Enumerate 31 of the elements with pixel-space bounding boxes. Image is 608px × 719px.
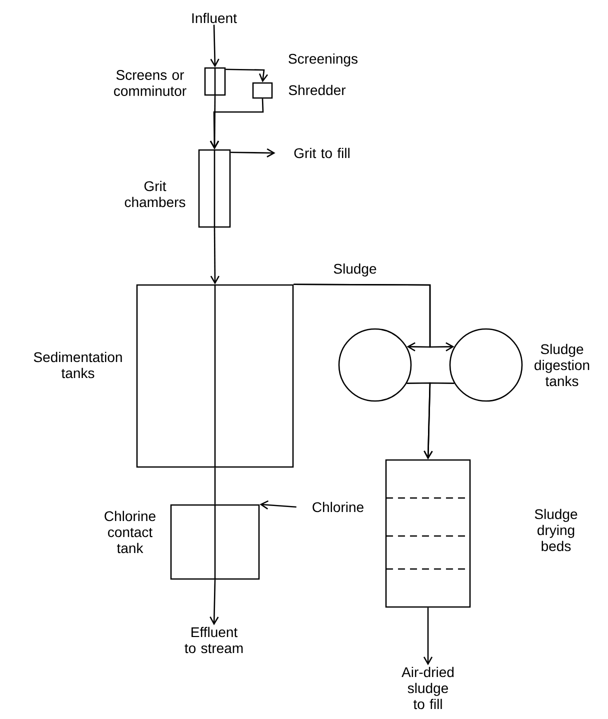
node-label: Grit chambers <box>124 180 186 208</box>
node-label: Sedimentation tanks <box>34 352 122 378</box>
node-label: Sludge drying beds <box>534 508 578 552</box>
node-label: Shredder <box>288 84 346 96</box>
influent-label: Influent <box>192 12 237 24</box>
sludge-outlet-label: Air-dried sludge to fill <box>402 666 454 710</box>
arrow <box>260 500 296 510</box>
node-label: Sludge digestion tanks <box>534 344 590 386</box>
arrow <box>210 98 264 150</box>
grit-chamber-box: Grit chambers <box>124 149 231 228</box>
arrow <box>423 608 433 666</box>
screen-box: Screens or comminutor <box>114 67 226 96</box>
arrow <box>230 148 276 158</box>
shredder-box: Shredder <box>252 82 346 99</box>
arrow <box>226 68 268 82</box>
sedimentation-tank-box: Sedimentation tanks <box>34 284 294 468</box>
arrow <box>424 382 454 460</box>
arrow <box>210 580 219 626</box>
edge-label: Sludge <box>332 262 378 278</box>
arrow <box>210 228 220 284</box>
contact-tank-box: Chlorine contact tank <box>104 504 260 580</box>
node-label: Screens or comminutor <box>114 70 186 96</box>
effluent-label: Effluent to stream <box>184 626 243 654</box>
drying-bed-box: Sludge drying beds <box>385 459 578 608</box>
chlorine-label: Chlorine <box>312 502 364 512</box>
arrow <box>210 24 220 68</box>
grit-outlet-label: Grit to fill <box>294 148 350 158</box>
edge-label: Screenings <box>286 52 360 68</box>
arrow <box>210 96 220 150</box>
digestion-tank-circle <box>338 328 412 402</box>
node-label: Chlorine contact tank <box>104 510 156 554</box>
